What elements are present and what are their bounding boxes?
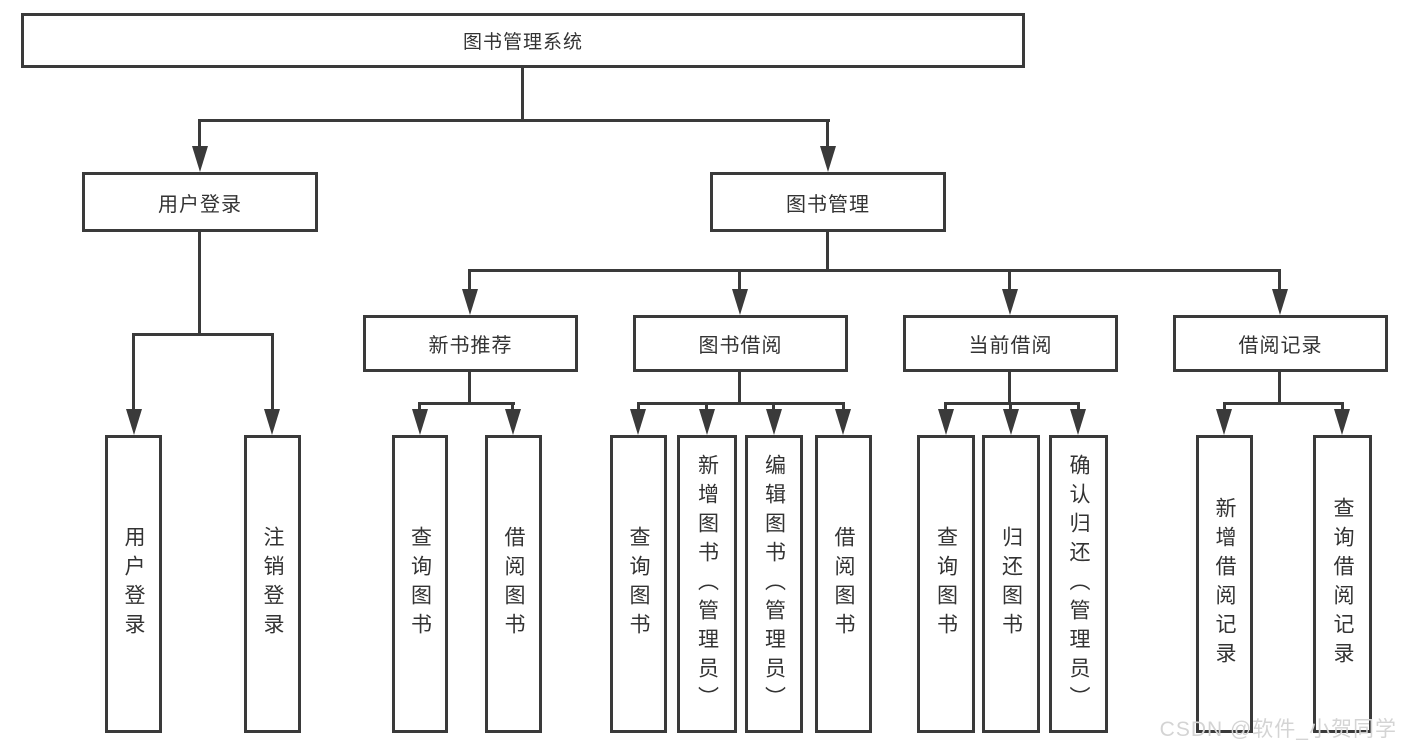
connector-line (132, 333, 135, 413)
connector-line (826, 232, 829, 272)
leaf-add-borrow-record: 新增借阅记录 (1196, 435, 1253, 733)
connector-line (1278, 269, 1281, 292)
connector-line (1341, 402, 1344, 412)
connector-line (842, 402, 845, 412)
connector-line (826, 119, 829, 150)
node-user-login: 用户登录 (82, 172, 318, 232)
arrow-down-icon (938, 409, 954, 435)
leaf-query-book-current: 查询图书 (917, 435, 975, 733)
arrow-down-icon (1003, 409, 1019, 435)
node-current-borrow: 当前借阅 (903, 315, 1118, 372)
arrow-down-icon (630, 409, 646, 435)
arrow-down-icon (1070, 409, 1086, 435)
leaf-borrow-book: 借阅图书 (815, 435, 872, 733)
arrow-down-icon (766, 409, 782, 435)
leaf-edit-book-admin: 编辑图书（管理员） (745, 435, 803, 733)
connector-line (1223, 402, 1226, 412)
connector-line (198, 232, 201, 336)
node-book-manage: 图书管理 (710, 172, 946, 232)
node-book-borrow: 图书借阅 (633, 315, 848, 372)
connector-line (132, 333, 274, 336)
node-borrow-record: 借阅记录 (1173, 315, 1388, 372)
connector-line (468, 269, 1281, 272)
connector-line (944, 402, 947, 412)
leaf-query-book-recommend: 查询图书 (392, 435, 448, 733)
leaf-logout: 注销登录 (244, 435, 301, 733)
arrow-down-icon (1334, 409, 1350, 435)
connector-line (1077, 402, 1080, 412)
connector-line (198, 119, 201, 150)
arrow-down-icon (264, 409, 280, 435)
arrow-down-icon (1002, 289, 1018, 315)
connector-line (637, 402, 640, 412)
connector-line (738, 372, 741, 405)
arrow-down-icon (126, 409, 142, 435)
connector-line (705, 402, 708, 412)
arrow-down-icon (820, 146, 836, 172)
leaf-borrow-book-recommend: 借阅图书 (485, 435, 542, 733)
connector-line (1008, 372, 1011, 405)
arrow-down-icon (835, 409, 851, 435)
connector-line (1223, 402, 1343, 405)
leaf-query-borrow-record: 查询借阅记录 (1313, 435, 1372, 733)
arrow-down-icon (732, 289, 748, 315)
connector-line (468, 372, 471, 405)
arrow-down-icon (505, 409, 521, 435)
connector-line (944, 402, 1080, 405)
arrow-down-icon (192, 146, 208, 172)
connector-line (637, 402, 845, 405)
connector-line (511, 402, 514, 412)
connector-line (1008, 269, 1011, 292)
leaf-add-book-admin: 新增图书（管理员） (677, 435, 737, 733)
connector-line (1278, 372, 1281, 405)
leaf-return-book: 归还图书 (982, 435, 1040, 733)
arrow-down-icon (462, 289, 478, 315)
node-root: 图书管理系统 (21, 13, 1025, 68)
node-new-book-recommend: 新书推荐 (363, 315, 578, 372)
connector-line (271, 333, 274, 413)
connector-line (738, 269, 741, 292)
connector-line (1009, 402, 1012, 412)
arrow-down-icon (1216, 409, 1232, 435)
leaf-query-book-borrow: 查询图书 (610, 435, 667, 733)
arrow-down-icon (699, 409, 715, 435)
arrow-down-icon (1272, 289, 1288, 315)
arrow-down-icon (412, 409, 428, 435)
connector-line (418, 402, 515, 405)
connector-line (198, 119, 830, 122)
connector-line (521, 68, 524, 120)
connector-line (418, 402, 421, 412)
connector-line (772, 402, 775, 412)
watermark: CSDN @软件_小贺同学 (1159, 718, 1397, 741)
leaf-user-login: 用户登录 (105, 435, 162, 733)
connector-line (468, 269, 471, 292)
leaf-confirm-return-admin: 确认归还（管理员） (1049, 435, 1108, 733)
